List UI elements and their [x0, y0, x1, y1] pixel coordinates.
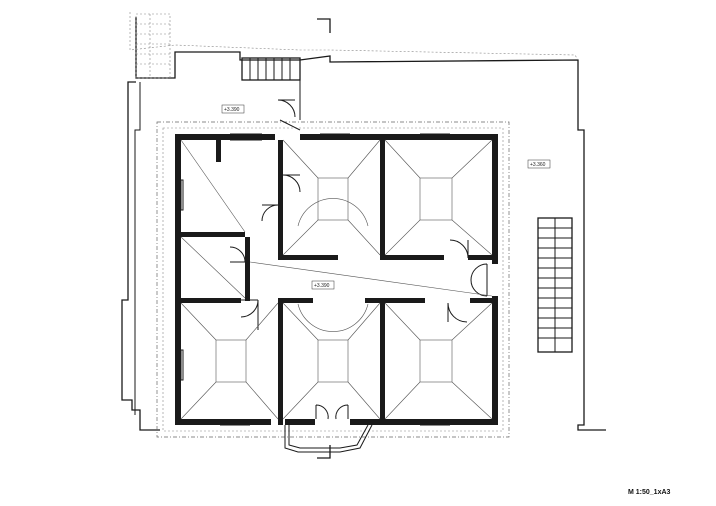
svg-text:+3.360: +3.360 — [530, 162, 546, 168]
stair-icon — [537, 217, 573, 353]
site-boundary — [121, 12, 606, 431]
building-walls — [175, 134, 498, 425]
level-label-right: +3.360 — [527, 159, 551, 169]
svg-text:+3.390: +3.390 — [224, 107, 240, 113]
scale-note: M 1:50_1xA3 — [628, 489, 671, 496]
stair-upper-left — [135, 13, 171, 79]
section-marker-icon — [317, 18, 331, 459]
windows — [220, 133, 498, 426]
door-swing-icon — [229, 99, 488, 420]
stair-upper — [241, 57, 301, 81]
roof-outline — [156, 121, 510, 438]
level-label-top: +3.390 — [221, 104, 245, 114]
entrance-bay — [284, 424, 373, 453]
vault-linework — [180, 139, 493, 420]
svg-text:+3.390: +3.390 — [314, 283, 330, 289]
level-label-center: +3.390 — [311, 280, 335, 290]
